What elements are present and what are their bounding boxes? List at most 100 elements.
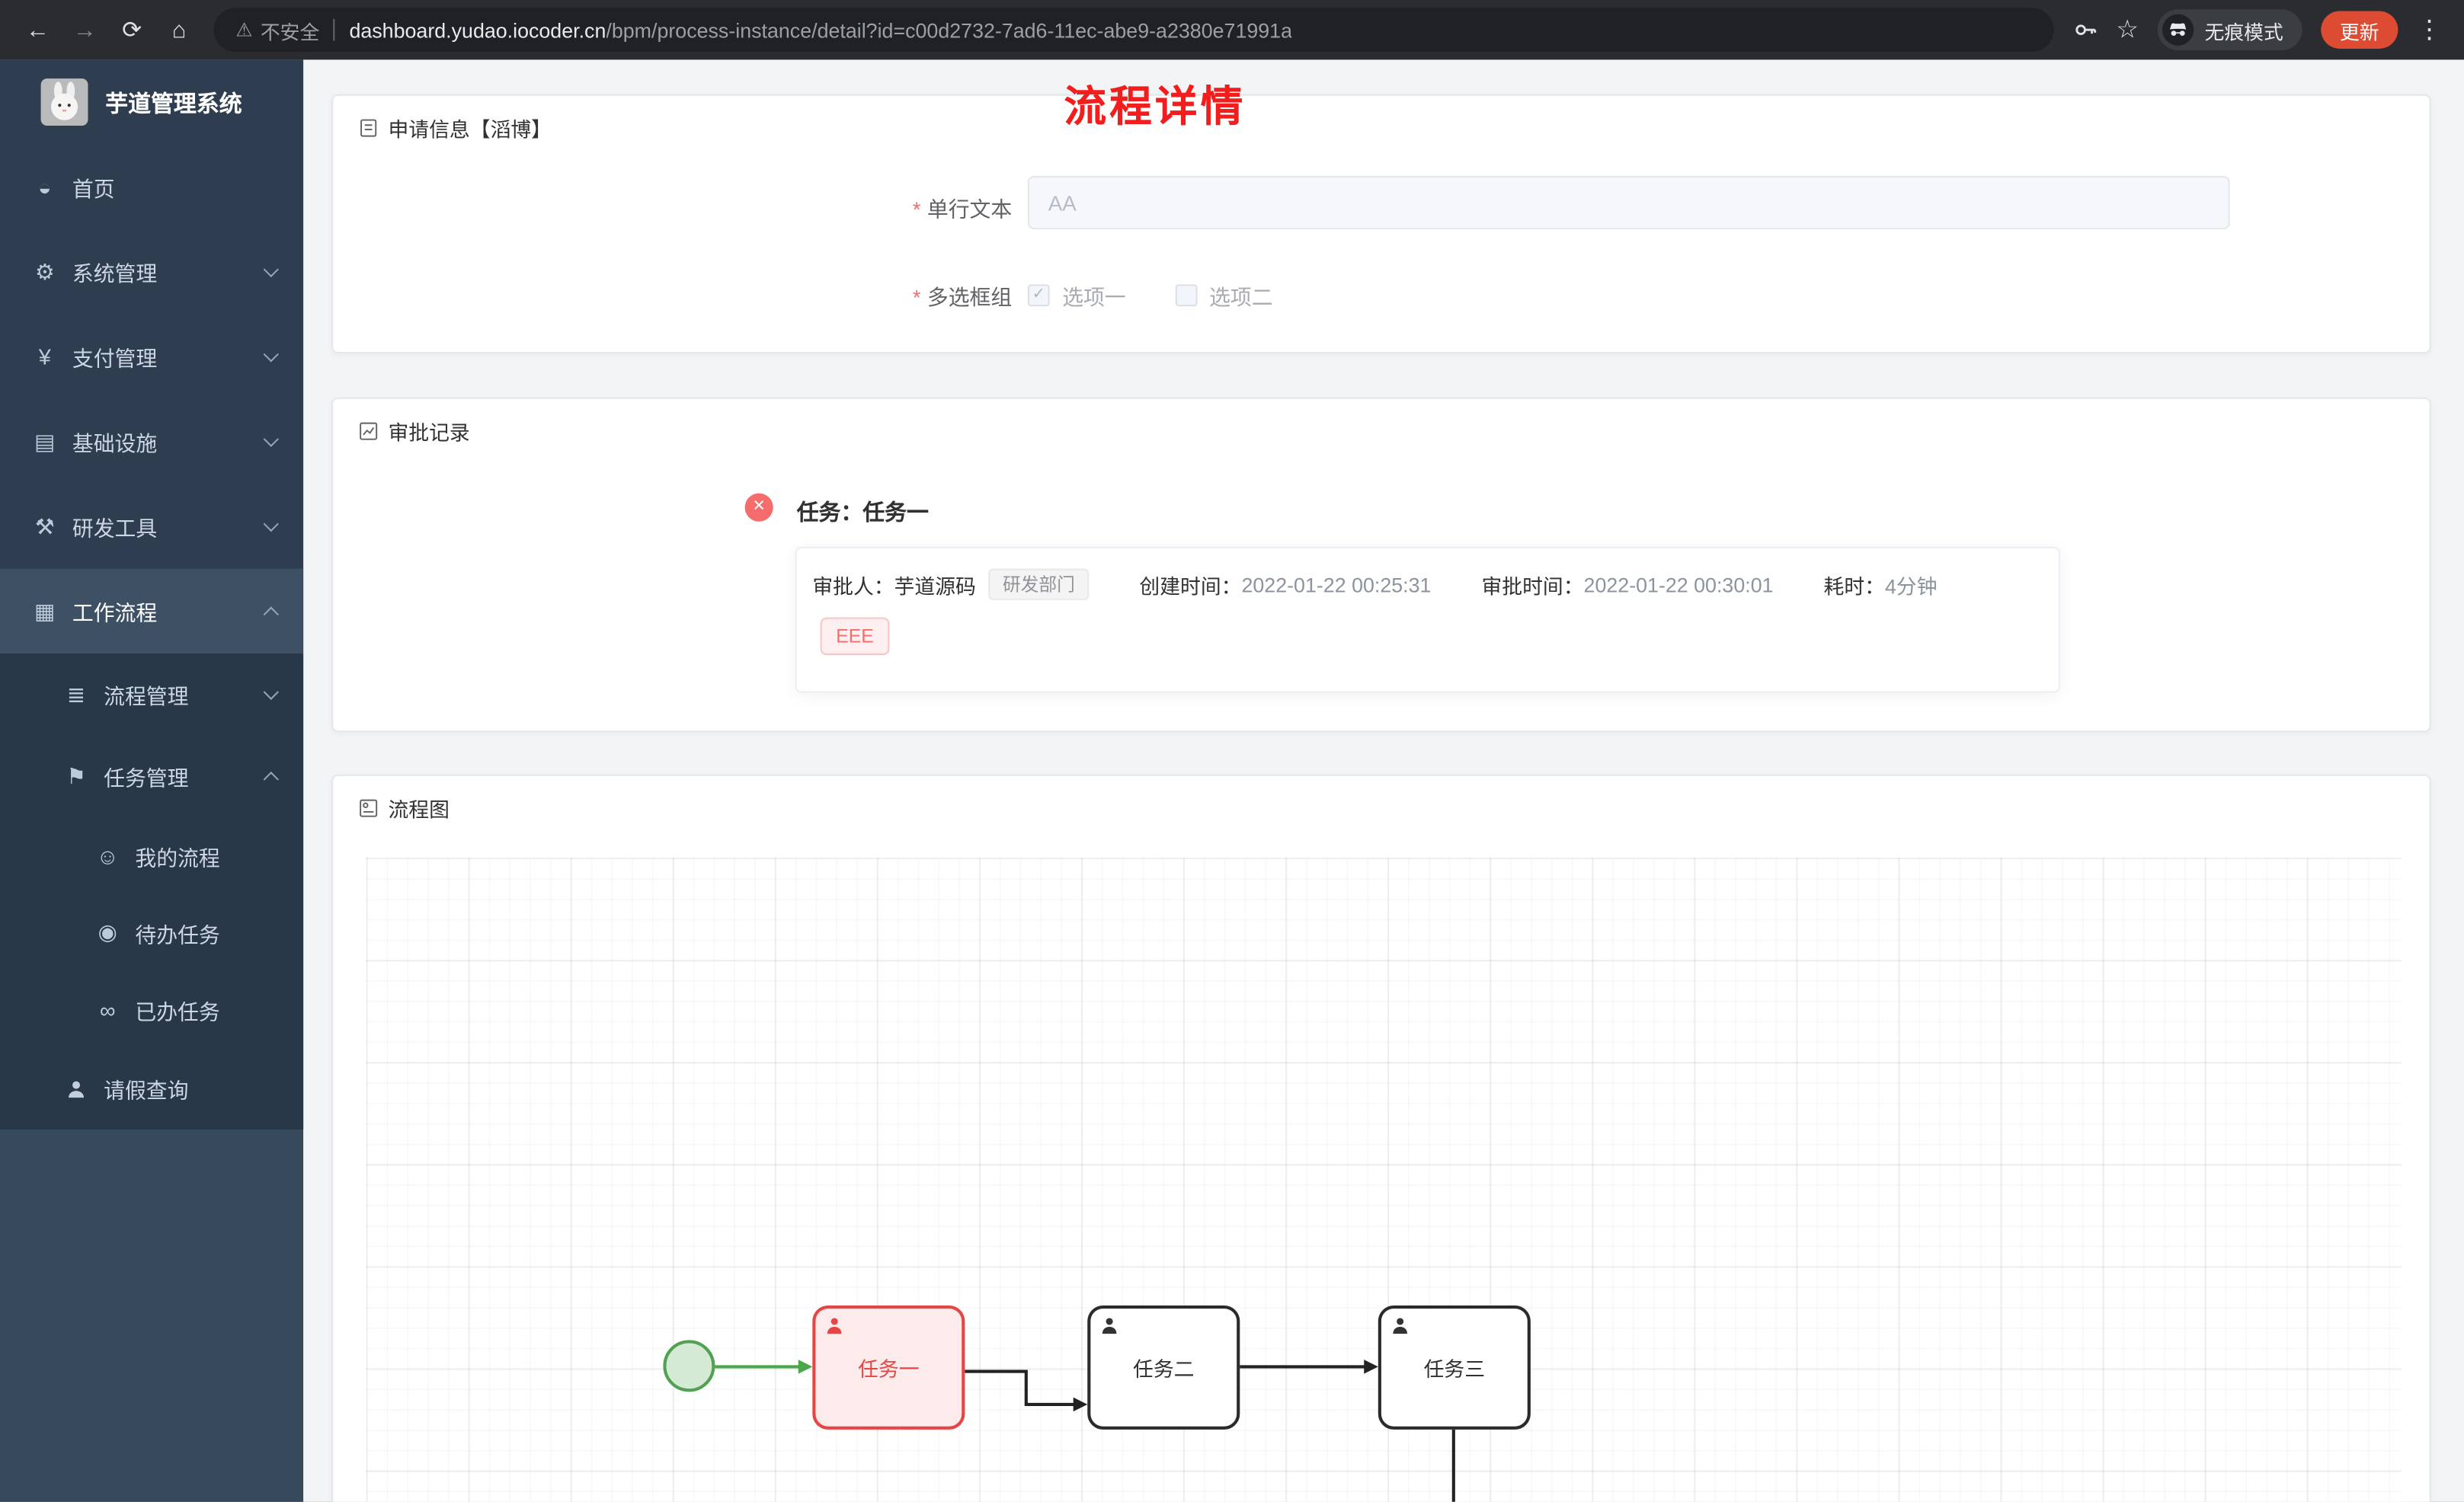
- checkbox-option-1[interactable]: ✓ 选项一: [1027, 280, 1126, 311]
- approved-time-label: 审批时间：: [1481, 574, 1584, 598]
- approval-comment-tag: EEE: [820, 617, 890, 656]
- card-title: 申请信息【滔博】: [388, 117, 552, 142]
- sidebar-item-todo-tasks[interactable]: ◉ 待办任务: [0, 893, 304, 971]
- home-button[interactable]: ⌂: [171, 16, 187, 43]
- start-event-node[interactable]: [663, 1340, 715, 1392]
- dashboard-icon: ◒: [38, 174, 52, 200]
- sidebar-item-label: 基础设施: [72, 432, 158, 456]
- sidebar-item-task-management[interactable]: ⚑ 任务管理: [0, 735, 304, 817]
- card-header: 申请信息【滔博】: [333, 96, 2429, 143]
- chevron-down-icon: [263, 516, 279, 532]
- created-time-label: 创建时间：: [1139, 574, 1242, 598]
- flag-icon: ⚑: [66, 762, 86, 788]
- check-icon: ✓: [1032, 286, 1045, 304]
- person-icon: [63, 1079, 90, 1099]
- approval-record-card: 审批记录 ✕ 任务：任务一 审批人：芋道源码 研发部门 创建时间：2022-01…: [331, 397, 2431, 733]
- approved-time-value: 2022-01-22 00:30:01: [1583, 572, 1774, 596]
- workflow-icon: ▦: [34, 597, 56, 623]
- sidebar-item-label: 任务管理: [104, 766, 189, 791]
- sidebar-item-label: 我的流程: [135, 845, 220, 870]
- browser-toolbar: ← → ⟳ ⌂ ⚠ 不安全 dashboard.yudao.iocoder.cn…: [0, 0, 2464, 60]
- tools-icon: ⚒: [34, 513, 55, 538]
- security-label[interactable]: 不安全: [260, 21, 320, 43]
- diagram-icon: [360, 799, 378, 817]
- sidebar-item-workflow[interactable]: ▦ 工作流程: [0, 568, 304, 654]
- forward-button[interactable]: →: [72, 16, 97, 43]
- created-time-value: 2022-01-22 00:25:31: [1241, 572, 1432, 596]
- monitor-icon: ▤: [34, 428, 56, 454]
- app-logo-row: 芋道管理系统: [0, 59, 303, 144]
- user-circle-icon: ☺: [96, 842, 120, 868]
- sidebar-item-label: 系统管理: [72, 262, 158, 286]
- approver-label: 审批人：: [812, 574, 894, 598]
- sidebar-item-label: 请假查询: [104, 1079, 189, 1103]
- task-node-label: 任务二: [1133, 1357, 1195, 1381]
- checkbox-option-2[interactable]: 选项二: [1174, 280, 1273, 311]
- field-label-text: 单行文本: [926, 197, 1013, 222]
- sidebar-item-payment-management[interactable]: ¥ 支付管理: [0, 315, 303, 399]
- checkbox-unchecked-icon: [1174, 284, 1197, 307]
- update-button[interactable]: 更新: [2321, 11, 2398, 49]
- eye-icon: ◉: [98, 919, 117, 944]
- chevron-down-icon: [263, 431, 279, 447]
- sidebar-item-system-management[interactable]: ⚙ 系统管理: [0, 229, 303, 314]
- user-task-icon: [827, 1318, 842, 1334]
- sidebar-item-label: 流程管理: [104, 685, 189, 709]
- browser-menu-icon[interactable]: ⋮: [2417, 17, 2443, 44]
- app-logo-avatar: [40, 78, 88, 126]
- sidebar-item-infrastructure[interactable]: ▤ 基础设施: [0, 399, 303, 484]
- incognito-badge: 无痕模式: [2157, 9, 2302, 50]
- approval-detail-card: 审批人：芋道源码 研发部门 创建时间：2022-01-22 00:25:31 审…: [795, 546, 2060, 693]
- checkbox-checked-icon: ✓: [1027, 284, 1050, 307]
- approval-detail-line: 审批人：芋道源码 研发部门 创建时间：2022-01-22 00:25:31 审…: [812, 568, 2037, 600]
- checkbox-label: 选项一: [1062, 286, 1126, 310]
- refresh-button[interactable]: ⟳: [122, 17, 142, 44]
- sidebar-item-label: 研发工具: [72, 516, 158, 541]
- sidebar-item-done-tasks[interactable]: ∞ 已办任务: [0, 970, 304, 1048]
- gear-icon: ⚙: [34, 258, 55, 284]
- url-divider: [333, 18, 335, 41]
- required-mark: *: [912, 197, 921, 222]
- bpmn-connectors: [715, 1360, 1455, 1502]
- sidebar-item-label: 工作流程: [72, 601, 158, 625]
- field-label-single-line-text: *单行文本: [333, 192, 1012, 223]
- sidebar-item-label: 待办任务: [135, 922, 220, 947]
- back-button[interactable]: ←: [26, 16, 50, 43]
- chevron-down-icon: [263, 684, 279, 700]
- task-node-1[interactable]: 任务一: [812, 1305, 965, 1430]
- user-task-icon: [1102, 1318, 1117, 1334]
- page-title: 流程详情: [1064, 83, 1246, 131]
- approver-name: 芋道源码: [894, 574, 976, 598]
- checkbox-group: ✓ 选项一 选项二: [1027, 280, 1322, 311]
- document-icon: [360, 119, 377, 137]
- toolbar-right-cluster: ☆ 无痕模式 更新 ⋮: [2072, 9, 2449, 50]
- sidebar-item-home[interactable]: ◒ 首页: [0, 145, 303, 229]
- sidebar-item-label: 已办任务: [135, 999, 220, 1024]
- duration-value: 4分钟: [1885, 574, 1938, 598]
- sidebar-item-process-management[interactable]: ≣ 流程管理: [0, 654, 304, 736]
- bookmark-star-icon[interactable]: ☆: [2116, 17, 2139, 44]
- user-task-icon: [1393, 1318, 1407, 1334]
- single-line-text-input[interactable]: [1027, 176, 2230, 230]
- card-header: 流程图: [333, 776, 2429, 823]
- card-header: 审批记录: [333, 399, 2429, 446]
- duration-label: 耗时：: [1823, 574, 1886, 598]
- record-chart-icon: [360, 422, 378, 440]
- task-node-2[interactable]: 任务二: [1087, 1305, 1240, 1430]
- bpmn-canvas[interactable]: 任务一 任务二 任务三: [366, 858, 2402, 1502]
- glasses-icon: ∞: [99, 996, 116, 1022]
- main-content: 流程详情 申请信息【滔博】 *单行文本 *多选框组 ✓ 选: [303, 59, 2464, 1502]
- process-diagram-card: 流程图: [331, 774, 2431, 1502]
- sidebar-item-dev-tools[interactable]: ⚒ 研发工具: [0, 484, 303, 568]
- task-node-3[interactable]: 任务三: [1378, 1305, 1531, 1430]
- field-label-checkbox-group: *多选框组: [333, 280, 1012, 311]
- dept-tag: 研发部门: [988, 568, 1090, 600]
- sidebar-menu: 芋道管理系统 ◒ 首页 ⚙ 系统管理 ¥ 支付管理 ▤ 基础设施: [0, 59, 304, 1130]
- sidebar-item-leave-query[interactable]: 请假查询: [0, 1047, 304, 1130]
- app-title: 芋道管理系统: [105, 91, 242, 117]
- application-info-card: 申请信息【滔博】 *单行文本 *多选框组 ✓ 选项一 选项二: [331, 94, 2431, 354]
- sidebar-item-my-process[interactable]: ☺ 我的流程: [0, 817, 304, 894]
- address-bar[interactable]: ⚠ 不安全 dashboard.yudao.iocoder.cn /bpm/pr…: [213, 8, 2053, 53]
- key-icon[interactable]: [2072, 18, 2098, 43]
- yen-icon: ¥: [38, 344, 51, 369]
